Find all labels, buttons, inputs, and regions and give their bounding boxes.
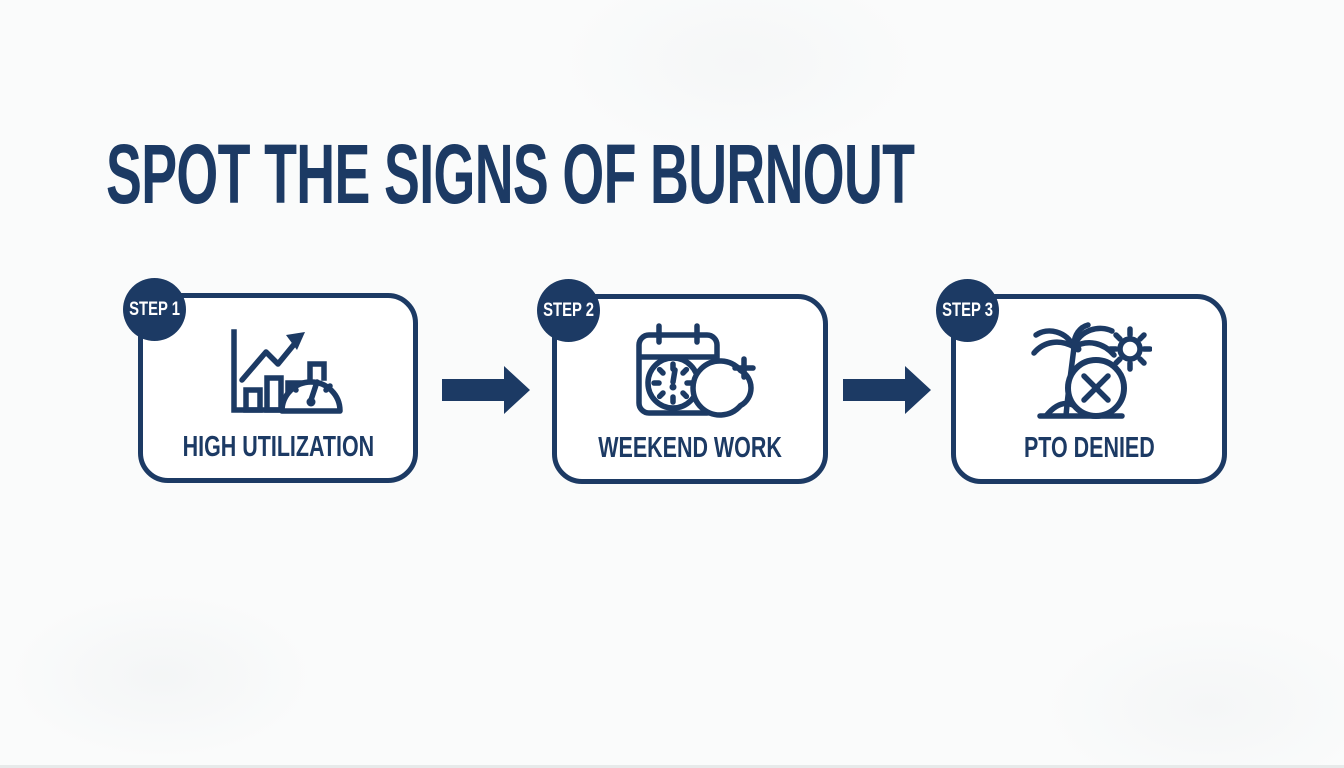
step-2-badge: STEP 2 — [537, 279, 600, 342]
step-card-1: STEP 1 — [123, 278, 418, 483]
arrow-right-icon — [442, 366, 530, 414]
page-title: SPOT THE SIGNS OF BURNOUT — [106, 130, 1344, 218]
page-title-text: SPOT THE SIGNS OF BURNOUT — [106, 127, 915, 221]
step-card-3: STEP 3 — [936, 279, 1227, 484]
step-1-badge: STEP 1 — [123, 278, 186, 341]
calendar-clock-moon-icon — [623, 299, 757, 434]
utilization-chart-gauge-icon — [212, 298, 344, 433]
step-3-badge: STEP 3 — [936, 279, 999, 342]
step-3-label-text: PTO DENIED — [1023, 432, 1155, 464]
step-3-label: PTO DENIED — [1001, 434, 1178, 463]
step-2-label: WEEKEND WORK — [566, 434, 814, 463]
step-card-2: STEP 2 — [537, 279, 828, 484]
step-1-label-text: HIGH UTILIZATION — [182, 431, 374, 463]
step-1-badge-label: STEP 1 — [129, 298, 180, 320]
arrow-right-icon — [843, 366, 931, 414]
vacation-denied-icon — [1026, 299, 1152, 434]
step-3-badge-label: STEP 3 — [942, 299, 993, 321]
step-2-label-text: WEEKEND WORK — [598, 432, 782, 464]
bottom-edge-line — [0, 765, 1344, 768]
step-1-label: HIGH UTILIZATION — [149, 433, 408, 462]
step-2-badge-label: STEP 2 — [543, 299, 594, 321]
